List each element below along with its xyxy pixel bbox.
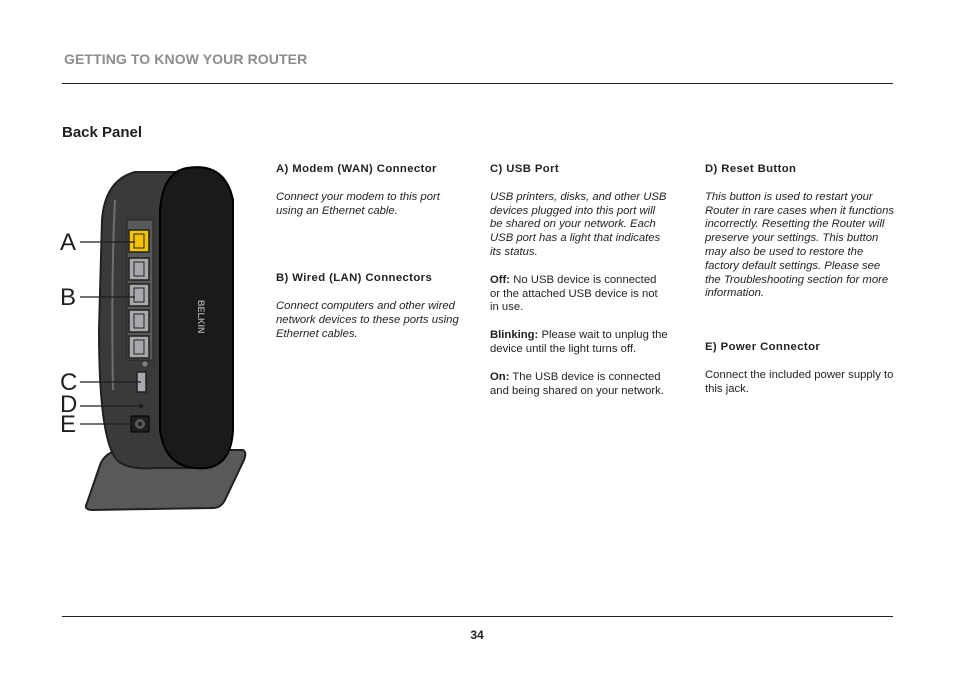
usb-off-text: No USB device is connected or the attach… [490,273,658,314]
usb-on-text: The USB device is connected and being sh… [490,370,664,397]
header-divider [62,83,893,84]
footer-divider [62,616,893,617]
usb-blinking-text: Please wait to unplug the device until t… [490,329,668,355]
usb-heading: C) USB Port [490,163,560,175]
power-description: Connect the included power supply to thi… [705,368,894,395]
usb-blinking-label: Blinking: [490,329,539,342]
lan-heading: B) Wired (LAN) Connectors [276,272,433,285]
callout-e: E [60,411,77,438]
page-header: GETTING TO KNOW YOUR ROUTER [64,51,308,67]
column-wan-lan: A) Modem (WAN) Connector Connect your mo… [276,163,461,342]
reset-description: This button is used to restart your Rout… [705,190,895,300]
callout-c: C [60,369,78,396]
brand-logo: BELKIN [196,300,206,334]
usb-off-status: Off: No USB device is connected or the a… [490,274,668,315]
power-heading: E) Power Connector [705,341,821,354]
callout-b: B [60,284,77,311]
column-reset-power: D) Reset Button This button is used to r… [705,163,897,397]
usb-description: USB printers, disks, and other USB devic… [490,190,667,258]
usb-on-status: On: The USB device is connected and bein… [490,371,668,399]
usb-on-label: On: [490,370,510,383]
callout-d: D [60,391,78,418]
usb-off-label: Off: [490,273,511,286]
wan-heading: A) Modem (WAN) Connector [276,163,437,175]
router-back-panel-illustration: BELKIN [55,160,250,525]
reset-heading: D) Reset Button [705,163,797,175]
section-title: Back Panel [62,124,143,141]
wan-description: Connect your modem to this port using an… [276,190,440,217]
usb-blinking-status: Blinking: Please wait to unplug the devi… [490,329,668,357]
callout-a: A [60,229,77,256]
column-usb: C) USB Port USB printers, disks, and oth… [490,163,668,398]
page-number: 34 [470,628,484,642]
lan-description: Connect computers and other wired networ… [276,300,459,340]
